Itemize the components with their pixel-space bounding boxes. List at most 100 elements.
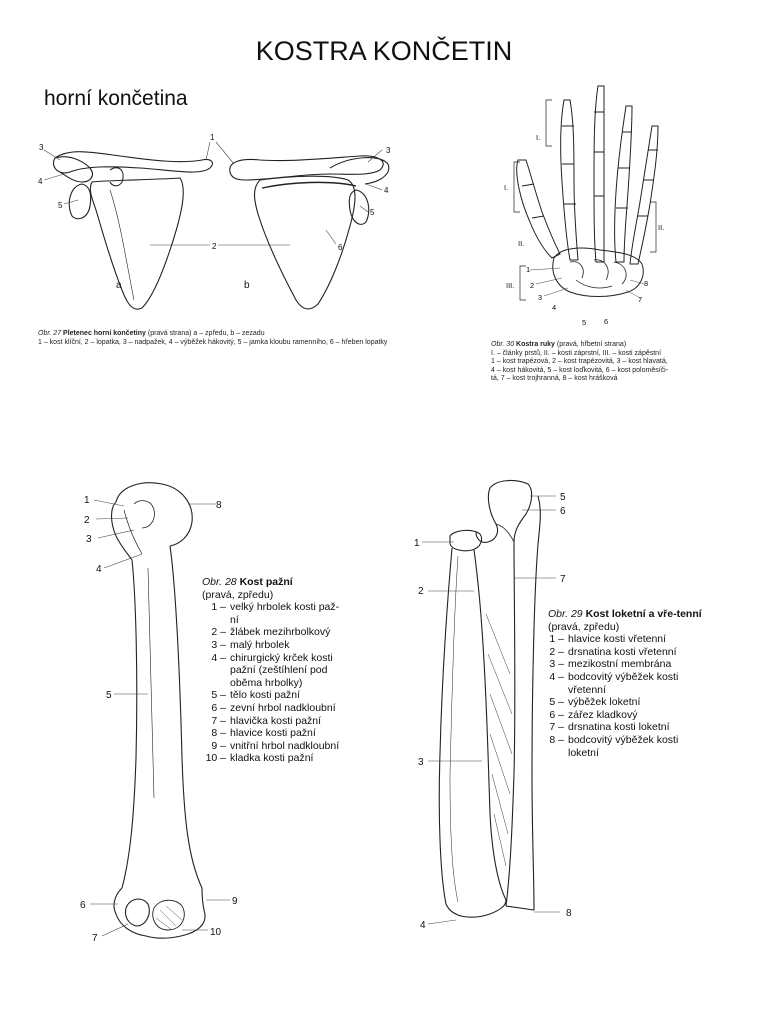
humerus-shaft [121, 559, 138, 889]
fig30-label-5: 5 [582, 318, 586, 327]
index-finger [560, 99, 579, 261]
glenoid-b [348, 189, 370, 225]
fig30-label-4: 4 [552, 303, 556, 312]
fig30-label-2: 2 [530, 281, 534, 290]
fig30-line-2: 1 – kost trapézová, 2 – kost trapézovitá… [491, 358, 668, 366]
fig30-line-4: tá, 7 – kost trojhranná, 8 – kost hráško… [491, 375, 618, 383]
fig27-label-5b: 5 [370, 208, 375, 217]
fig28-label-1: 1 [84, 495, 90, 506]
fig27-label-5a: 5 [58, 201, 63, 210]
fig30-label-1: 1 [526, 265, 530, 274]
legend-row: 5 –tělo kosti pažní [211, 689, 301, 702]
fig28-legend: Obr. 28 Kost pažní (pravá, zpředu) 1 –ve… [202, 576, 342, 765]
fig30-label-II-left: II. [518, 239, 524, 248]
fig30-label-III: III. [506, 281, 514, 290]
clavicle-b [229, 155, 384, 181]
humerus-head [115, 482, 193, 547]
fig29-name: Kost loketní a vře-tenní [585, 608, 702, 620]
spine-b [261, 181, 357, 189]
fig29-legend: Obr. 29 Kost loketní a vře-tenní (pravá,… [548, 608, 708, 759]
fig28-label-2: 2 [84, 515, 90, 526]
legend-row: 2 –žlábek mezihrbolkový [211, 626, 331, 639]
fig30-name: Kostra ruky [516, 341, 555, 348]
fig29-label-8: 8 [566, 908, 572, 919]
fig27-legend: 1 – kost klíční, 2 – lopatka, 3 – nadpaž… [38, 338, 388, 346]
fig29-prefix: Obr. 29 [548, 608, 583, 620]
legend-row: 2 –drsnatina kosti vřetenní [549, 645, 677, 658]
legend-row: 7 –hlavička kosti pažní [211, 714, 322, 727]
fig30-label-I-top: I. [536, 133, 540, 142]
fig29-label-7: 7 [560, 574, 566, 585]
ulna [489, 479, 541, 911]
fig30-label-3: 3 [538, 293, 542, 302]
legend-row: 4 –chirurgický krček kosti pažní (zeštíh… [211, 651, 333, 689]
shoulder-girdle-illustration: 1 2 3 3 4 4 5 5 6 a b [38, 133, 391, 310]
fig30-desc: (pravá, hřbetní strana) [556, 341, 627, 348]
radius-head [449, 529, 483, 552]
fig28-label-9: 9 [232, 896, 238, 907]
fig28-label-3: 3 [86, 534, 92, 545]
fig27-label-2: 2 [212, 242, 217, 251]
fig27-view-b: b [244, 280, 250, 291]
hand-skeleton-illustration: I. I. II. II. III. 1 2 3 4 5 6 7 8 [504, 85, 664, 327]
fig29-label-5: 5 [560, 492, 566, 503]
humerus-illustration: 1 2 3 4 5 6 7 8 9 10 [80, 482, 238, 944]
legend-row: 3 –malý hrbolek [211, 638, 290, 651]
scapula-b [253, 175, 356, 310]
fig27-label-6: 6 [338, 243, 343, 252]
fig28-name: Kost pažní [239, 576, 293, 588]
fig27-name: Pletenec horní končetiny [63, 330, 146, 337]
fig30-label-II-right: II. [658, 223, 664, 232]
fig29-label-3: 3 [418, 757, 424, 768]
legend-row: 10 –kladka kosti pažní [205, 752, 314, 765]
clavicle-a [52, 151, 213, 174]
legend-row: 3 –mezikostní membrána [549, 658, 672, 671]
fig30-label-8: 8 [644, 279, 648, 288]
fig27-label-3b: 3 [386, 146, 391, 155]
fig28-label-4: 4 [96, 564, 102, 575]
fig30-line-3: 4 – kost hákovitá, 5 – kost loďkovitá, 6… [491, 366, 669, 374]
fig29-label-6: 6 [560, 506, 566, 517]
legend-row: 9 –vnitřní hrbol nadkloubní [211, 739, 340, 752]
greater-tubercle [110, 501, 133, 561]
fig28-label-6: 6 [80, 900, 86, 911]
fig28-label-10: 10 [210, 927, 222, 938]
radius [438, 547, 507, 918]
glenoid-a [68, 183, 92, 220]
fig29-desc: (pravá, zpředu) [548, 620, 620, 633]
ulna-radius-illustration: 1 2 3 4 5 6 7 8 [414, 479, 572, 931]
little-finger [629, 125, 659, 265]
fig28-label-5: 5 [106, 690, 112, 701]
fig30-line-1: I. – články prstů, II. – kosti záprstní,… [491, 349, 662, 357]
fig27-label-1: 1 [210, 133, 215, 142]
fig27-label-3a: 3 [39, 143, 44, 152]
interosseous-membrane [485, 613, 513, 867]
acromion-b [329, 157, 390, 185]
fig28-prefix: Obr. 28 [202, 576, 237, 588]
legend-row: 8 –bodcovitý výběžek kosti loketní [549, 733, 679, 759]
fig29-label-4: 4 [420, 920, 426, 931]
legend-row: 1 –velký hrbolek kosti paž-ní [211, 601, 340, 626]
olecranon [475, 487, 499, 543]
fig29-label-2: 2 [418, 586, 424, 597]
page-title: KOSTRA KONČETIN [255, 36, 513, 66]
fig28-label-7: 7 [92, 933, 98, 944]
legend-row: 5 –výběžek loketní [549, 696, 641, 709]
legend-row: 7 –drsnatina kosti loketní [549, 721, 670, 734]
fig27-label-4b: 4 [384, 186, 389, 195]
fig27-desc: (pravá strana) a – zpředu, b – zezadu [147, 330, 265, 337]
carpal-bones [552, 247, 644, 297]
acromion-a [54, 156, 93, 183]
fig27-caption: Obr. 27 Pletenec horní končetiny (pravá … [38, 330, 438, 347]
fig27-label-4a: 4 [38, 177, 43, 186]
trochlea [152, 899, 185, 931]
legend-row: 4 –bodcovitý výběžek kosti vřetenní [549, 670, 679, 696]
section-subtitle: horní končetina [44, 87, 188, 110]
ring-finger [614, 105, 633, 263]
legend-row: 6 –zevní hrbol nadkloubní [211, 701, 336, 714]
fig30-label-I: I. [504, 183, 508, 192]
fig27-prefix: Obr. 27 [38, 330, 62, 337]
fig28-desc: (pravá, zpředu) [202, 588, 274, 601]
fig28-label-8: 8 [216, 500, 222, 511]
capitulum [124, 898, 150, 927]
